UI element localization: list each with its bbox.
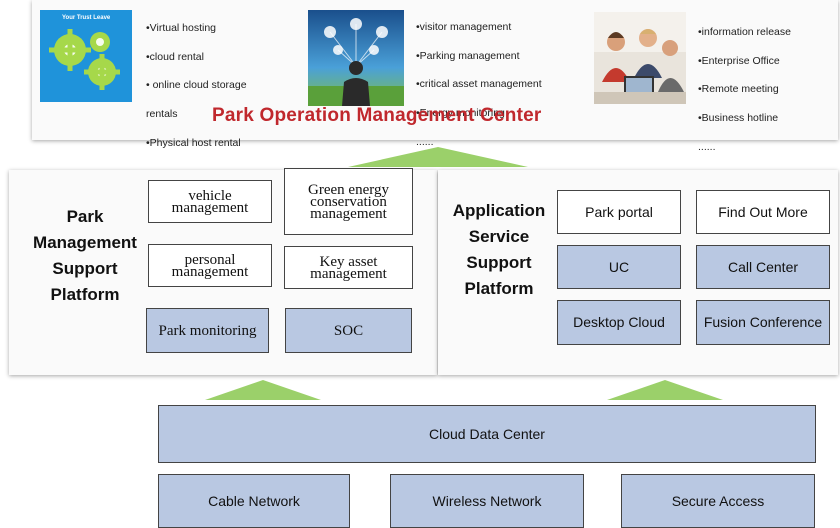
secure-access-box: Secure Access [621,474,815,528]
wireless-network-box: Wireless Network [390,474,584,528]
operation-center-title: Park Operation Management Center [212,105,542,126]
upward-arrow-left [205,380,321,400]
left-title-line: Park [66,207,104,226]
green-energy-label: Green energy conservation management [308,181,389,222]
right-title-line: Platform [464,279,534,298]
call-center-label: Call Center [727,258,799,275]
left-title-line: Support [52,259,118,278]
office-meeting-image [594,12,686,104]
services-1-item: rentals [146,108,178,121]
vehicle-management-box: vehicle management [148,180,272,223]
services-3-item: •information release [698,26,791,39]
fusion-conference-box: Fusion Conference [696,300,830,345]
right-title-line: Service [468,227,530,246]
services-1-item: •cloud rental [146,50,204,63]
operation-center-panel [32,0,838,140]
right-title-line: Support [466,253,532,272]
services-2-item: ...... [416,135,434,148]
park-portal-box: Park portal [557,190,681,234]
desktop-cloud-label: Desktop Cloud [573,314,665,330]
cloud-data-center-box: Cloud Data Center [158,405,816,463]
services-list-3: •information release •Enterprise Office … [698,11,791,168]
find-out-more-label: Find Out More [718,203,808,220]
call-center-box: Call Center [696,245,830,289]
right-title-line: Application [452,201,546,220]
key-asset-label: Key asset management [310,253,387,282]
services-1-item: •Physical host rental [146,136,241,149]
uc-box: UC [557,245,681,289]
park-management-platform-title: Park Management Support Platform [30,204,140,308]
find-out-more-box: Find Out More [696,190,830,234]
key-asset-box: Key asset management [284,246,413,289]
services-3-item: •Business hotline [698,112,779,125]
services-3-item: ...... [698,140,716,153]
services-3-item: •Enterprise Office [698,54,780,67]
services-list-2: •visitor management •Parking management … [416,6,542,163]
uc-label: UC [608,258,630,275]
services-2-item: •critical asset management [416,78,542,91]
wireless-network-label: Wireless Network [432,492,542,509]
services-list-1: •Virtual hosting •cloud rental • online … [146,7,247,193]
fusion-conference-label: Fusion Conference [703,314,823,330]
desktop-cloud-box: Desktop Cloud [557,300,681,345]
secure-access-label: Secure Access [671,492,765,509]
cloud-data-center-label: Cloud Data Center [429,425,545,442]
park-portal-label: Park portal [585,203,653,220]
gears-image: Your Trust Leave [40,10,132,102]
left-title-line: Management [33,233,137,252]
services-1-item: •Virtual hosting [146,22,217,35]
vehicle-management-label: vehicle management [171,187,249,216]
upward-arrow-top [348,147,528,167]
gears-image-caption: Your Trust Leave [62,15,111,21]
cable-network-box: Cable Network [158,474,350,528]
personal-management-label: personal management [171,251,249,280]
park-monitoring-label: Park monitoring [158,322,257,339]
services-3-item: •Remote meeting [698,83,779,96]
upward-arrow-right [607,380,723,400]
services-1-item: • online cloud storage [146,79,247,92]
left-title-line: Platform [50,285,120,304]
services-2-item: •visitor management [416,21,512,34]
cloud-businessman-image [308,10,404,106]
personal-management-box: personal management [148,244,272,287]
services-2-item: •Parking management [416,49,520,62]
park-monitoring-box: Park monitoring [146,308,269,353]
cable-network-label: Cable Network [208,492,300,509]
soc-label: SOC [333,322,364,339]
application-service-platform-title: Application Service Support Platform [440,198,558,302]
green-energy-box: Green energy conservation management [284,168,413,235]
services-2-item: •Energy monitoring [416,107,505,120]
soc-box: SOC [285,308,412,353]
